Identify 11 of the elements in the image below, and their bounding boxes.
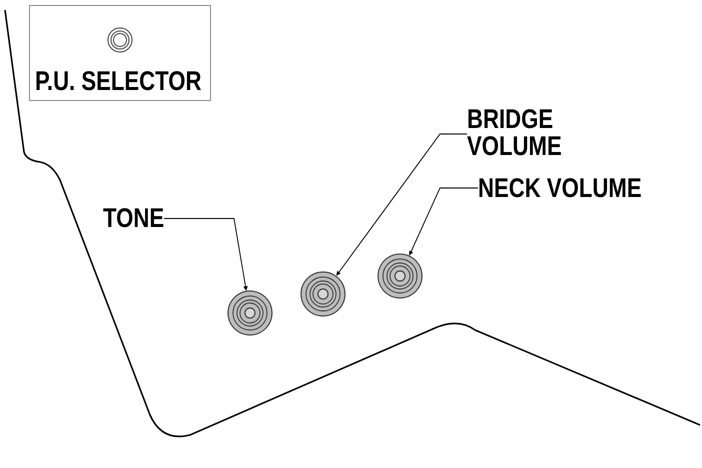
selector-panel	[29, 5, 211, 101]
control-knob-icon	[377, 253, 423, 299]
control-knob-icon	[227, 290, 273, 336]
control-knob-icon	[300, 271, 346, 317]
control-label: BRIDGE VOLUME	[467, 106, 566, 160]
selector-label: P.U. SELECTOR	[35, 68, 202, 95]
control-label: NECK VOLUME	[478, 175, 642, 202]
leader-arrow	[336, 134, 468, 276]
leader-arrow	[164, 218, 248, 291]
leader-arrow	[409, 188, 478, 256]
control-label: TONE	[103, 205, 164, 232]
